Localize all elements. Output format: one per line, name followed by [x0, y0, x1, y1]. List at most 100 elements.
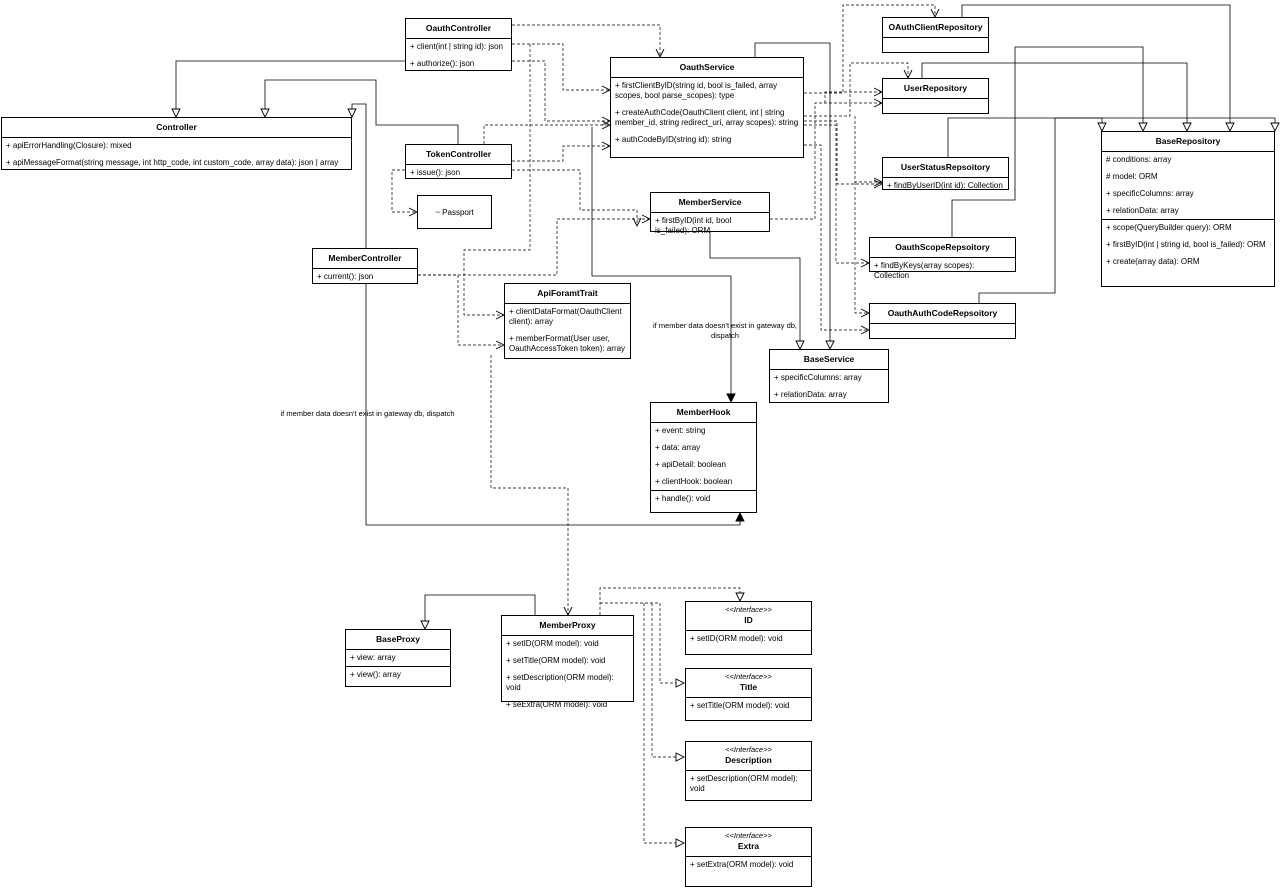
- operation: + findByUserID(int id): Collection: [887, 181, 1003, 190]
- class-title: UserRepository: [883, 79, 988, 99]
- operation: + setDescription(ORM model): void: [506, 673, 614, 692]
- interface-description[interactable]: <<Interface>> Description + setDescripti…: [685, 741, 812, 801]
- operation: + firstClientByID(string id, bool is_fai…: [615, 81, 778, 100]
- operation: + clientDataFormat(OauthClient client): …: [509, 307, 622, 326]
- operation: + client(int | string id): json: [410, 42, 504, 51]
- class-base-proxy[interactable]: BaseProxy + view: array + view(): array: [345, 629, 451, 687]
- member-controller-to-controller: [347, 103, 367, 248]
- dep-tokenctrl-service: [483, 120, 612, 144]
- operation: + create(array data): ORM: [1106, 257, 1200, 266]
- dep-oauthservice-clientrepo: [804, 4, 940, 94]
- dep-memberservice-userrepo: [770, 98, 884, 220]
- dep-memberservice-2: [824, 87, 884, 103]
- interface-extra[interactable]: <<Interface>> Extra + setExtra(ORM model…: [685, 827, 812, 887]
- dep-tokenctrl-service-2: [512, 141, 612, 162]
- class-title: OauthScopeRepsoitory: [870, 238, 1015, 258]
- inherit-user-repo: [921, 62, 1192, 133]
- dep-oauthctrl-trait: [463, 44, 531, 320]
- interface-title[interactable]: <<Interface>> Title + setTitle(ORM model…: [685, 668, 812, 721]
- class-passport[interactable]: ~ Passport: [417, 195, 492, 229]
- class-title: MemberController: [313, 249, 417, 269]
- class-title: MemberHook: [651, 403, 756, 423]
- class-title: ID: [744, 615, 753, 625]
- operation: + current(): json: [317, 272, 374, 281]
- class-oauth-auth-code-repository[interactable]: OauthAuthCodeRepsoitory: [869, 303, 1016, 339]
- class-member-hook[interactable]: MemberHook + event: string + data: array…: [650, 402, 757, 513]
- operation: + setID(ORM model): void: [690, 634, 783, 643]
- realize-description: [651, 603, 686, 762]
- operation: + authorize(): json: [410, 59, 475, 68]
- class-user-repository[interactable]: UserRepository: [882, 78, 989, 114]
- interface-id[interactable]: <<Interface>> ID + setID(ORM model): voi…: [685, 601, 812, 655]
- class-title: BaseService: [770, 350, 888, 370]
- class-member-service[interactable]: MemberService + firstByID(int id, bool i…: [650, 192, 770, 235]
- operation: + handle(): void: [655, 494, 711, 503]
- class-oauth-scope-repository[interactable]: OauthScopeRepsoitory + findByKeys(array …: [869, 237, 1016, 280]
- class-title: TokenController: [406, 145, 511, 165]
- dep-oauthservice-authcode: [804, 144, 871, 335]
- class-title: Extra: [737, 841, 760, 851]
- inherit-member-controller: [365, 283, 745, 526]
- inherit-member-proxy: [420, 594, 536, 631]
- attribute: + specificColumns: array: [774, 373, 862, 382]
- dep-tokenctrl-passport: [391, 169, 419, 217]
- class-title: MemberService: [651, 193, 769, 213]
- class-oauth-service[interactable]: OauthService + firstClientByID(string id…: [610, 57, 804, 158]
- attribute: + specificColumns: array: [1106, 189, 1194, 198]
- interface-stereotype: <<Interface>>: [725, 745, 772, 754]
- dep-oauthctrl-oauthservice: [512, 24, 665, 59]
- class-title: OauthAuthCodeRepsoitory: [870, 304, 1015, 324]
- class-member-controller[interactable]: MemberController + current(): json: [312, 248, 418, 284]
- operation: + firstByID(int id, bool is_failed): ORM: [655, 216, 732, 235]
- class-token-controller[interactable]: TokenController + issue(): json: [405, 144, 512, 179]
- inherit-oauth-service: [754, 42, 835, 351]
- class-title: OauthController: [406, 19, 511, 39]
- attribute: + relationData: array: [774, 390, 847, 399]
- class-title: ~ Passport: [435, 207, 474, 217]
- operation: + firstByID(int | string id, bool is_fai…: [1106, 240, 1266, 249]
- attribute: # model: ORM: [1106, 172, 1158, 181]
- operation: + authCodeByID(string id): string: [615, 135, 732, 144]
- operation: + scope(QueryBuilder query): ORM: [1106, 223, 1232, 232]
- class-title: MemberProxy: [502, 616, 633, 636]
- class-oauth-controller[interactable]: OauthController + client(int | string id…: [405, 18, 512, 71]
- dep-oauthctrl-service-2: [512, 43, 612, 95]
- realize-extra: [643, 603, 686, 848]
- operation: + issue(): json: [410, 168, 461, 177]
- dep-oauthservice-scoperepo: [804, 124, 871, 268]
- member-service-to-hook: [591, 127, 736, 404]
- operation: + apiMessageFormat(string message, int h…: [6, 158, 339, 167]
- dep-oauthservice-status-2: [854, 116, 884, 187]
- operation: + seExtra(ORM model): void: [506, 700, 608, 709]
- class-title: Title: [739, 682, 758, 692]
- inherit-oauth-controller: [171, 60, 405, 119]
- class-controller[interactable]: Controller + apiErrorHandling(Closure): …: [1, 117, 352, 170]
- operation: + memberFormat(User user, OauthAccessTok…: [509, 334, 626, 353]
- attribute: # conditions: array: [1106, 155, 1172, 164]
- attribute: + clientHook: boolean: [655, 477, 733, 486]
- dep-oauthservice-authcode-2: [854, 182, 871, 318]
- interface-stereotype: <<Interface>>: [725, 605, 772, 614]
- class-title: BaseProxy: [346, 630, 450, 650]
- realize-id: [599, 587, 745, 615]
- operation: + setExtra(ORM model): void: [690, 860, 794, 869]
- operation: + setTitle(ORM model): void: [506, 656, 606, 665]
- class-title: UserStatusRepsoitory: [883, 158, 1008, 178]
- class-base-service[interactable]: BaseService + specificColumns: array + r…: [769, 349, 889, 403]
- class-member-proxy[interactable]: MemberProxy + setID(ORM model): void + s…: [501, 615, 634, 709]
- attribute: + apiDetail: boolean: [655, 460, 726, 469]
- operation: + findByKeys(array scopes): Collection: [874, 261, 975, 280]
- interface-stereotype: <<Interface>>: [725, 831, 772, 840]
- dep-tokenctrl-memberservice: [512, 169, 642, 228]
- class-title: BaseRepository: [1102, 132, 1274, 152]
- class-oauth-client-repository[interactable]: OAuthClientRepository: [882, 17, 989, 53]
- dispatch-note-left: if member data doesn't exist in gateway …: [280, 409, 455, 418]
- class-api-format-trait[interactable]: ApiForamtTrait + clientDataFormat(OauthC…: [504, 283, 631, 359]
- class-base-repository[interactable]: BaseRepository # conditions: array # mod…: [1101, 131, 1275, 287]
- attribute: + event: string: [655, 426, 706, 435]
- operation: + createAuthCode(OauthClient client, int…: [615, 108, 799, 127]
- class-title: Description: [725, 755, 772, 765]
- class-title: ApiForamtTrait: [505, 284, 630, 304]
- class-user-status-repository[interactable]: UserStatusRepsoitory + findByUserID(int …: [882, 157, 1009, 190]
- class-title: Controller: [2, 118, 351, 138]
